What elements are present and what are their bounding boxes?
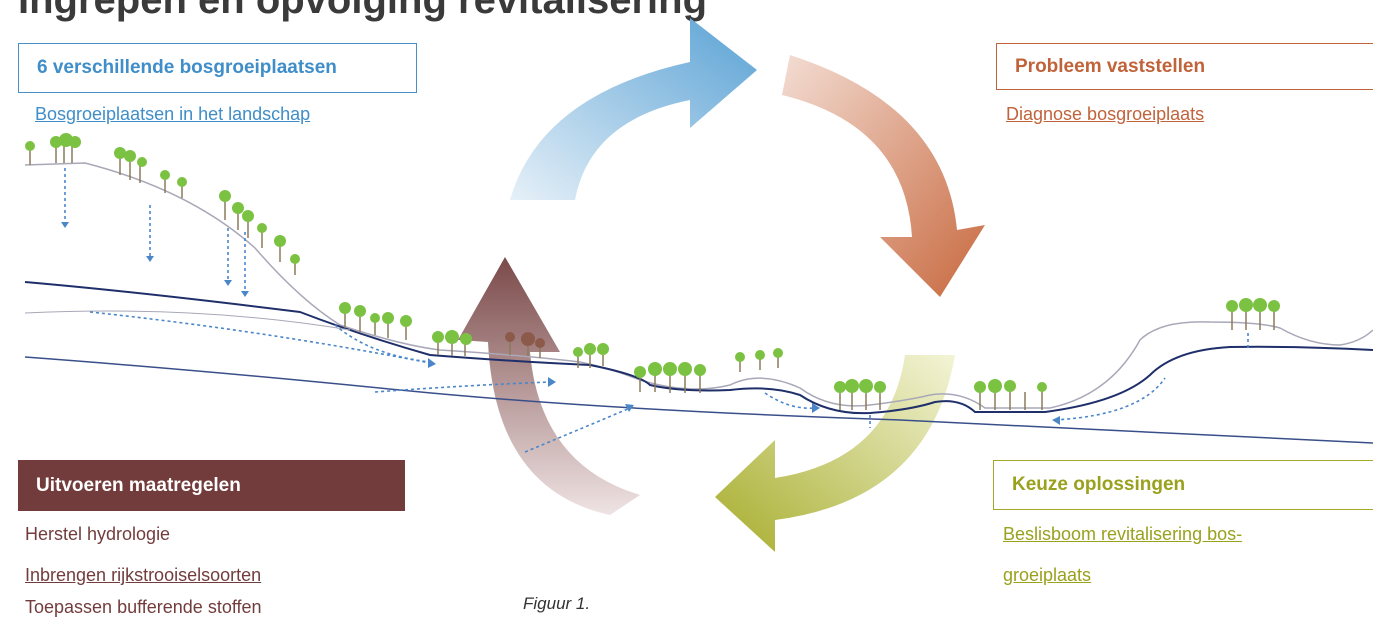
execute-box: Uitvoeren maatregelen — [18, 460, 405, 511]
tree-groups — [25, 133, 1280, 410]
infiltration-arrows — [61, 168, 1249, 453]
site-types-box: 6 verschillende bosgroeiplaatsen — [18, 43, 417, 93]
diagnosis-link[interactable]: Diagnose bosgroeiplaats — [1006, 104, 1205, 124]
measure-buffer-substances: Toepassen bufferende stoffen — [25, 597, 262, 617]
water-table-lower — [24, 356, 1373, 444]
landscape-link[interactable]: Bosgroeiplaatsen in het landschap — [35, 104, 311, 124]
cycle-arrow-blue — [510, 18, 757, 200]
measure-hydrology: Herstel hydrologie — [25, 524, 171, 544]
water-table-upper — [24, 281, 1373, 415]
diagnose-box: Probleem vaststellen — [996, 43, 1373, 90]
cycle-arrow-orange — [782, 55, 985, 297]
decision-tree-link-line1[interactable]: Beslisboom revitalisering bos- — [1003, 524, 1243, 544]
cycle-arrow-green — [715, 355, 955, 552]
ground-surface-line — [24, 162, 1373, 409]
page-title: Ingrepen en opvolging revitalisering — [18, 0, 708, 22]
decision-tree-link-line2[interactable]: groeiplaats — [1003, 565, 1092, 585]
choice-box: Keuze oplossingen — [993, 460, 1373, 510]
figure-caption: Figuur 1. — [523, 594, 591, 613]
cycle-arrow-maroon — [458, 257, 640, 515]
groundwater-flow-line — [24, 310, 351, 331]
measure-litter-species-link[interactable]: Inbrengen rijkstrooiselsoorten — [25, 565, 262, 585]
